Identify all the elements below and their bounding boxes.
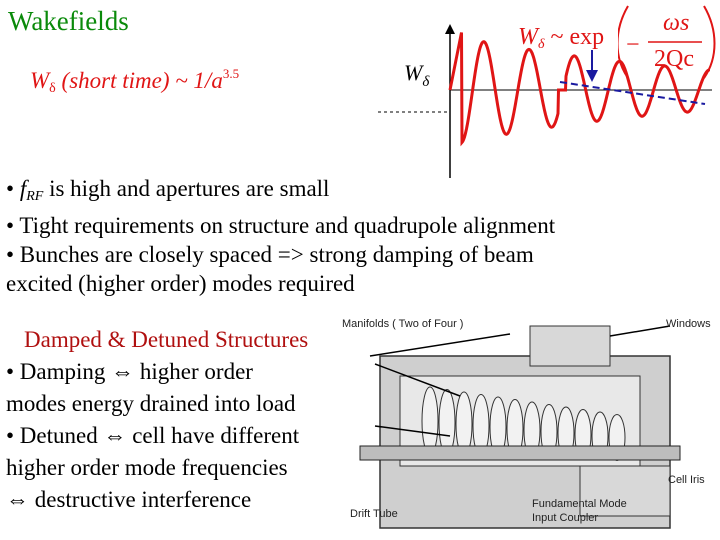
pointer-manifold [369, 333, 511, 357]
bullet-tight: • Tight requirements on structure and qu… [6, 213, 556, 238]
label-cell-iris: Cell Iris [668, 474, 705, 486]
exp-fraction [618, 5, 716, 79]
exp-w: W [518, 24, 538, 50]
bullet-frf: • fRF is high and apertures are small [6, 174, 706, 211]
damping-line-1: • Damping ⇔ higher order [6, 359, 253, 384]
exp-formula: Wδ ~ exp [518, 24, 604, 53]
exp-w-sub: δ [538, 37, 545, 52]
beam-pipe [359, 445, 681, 461]
w-delta-main: W [404, 60, 423, 85]
exp-numerator: ωs [663, 10, 690, 36]
right-paren [703, 5, 716, 79]
formula-arg: (short time) ~ 1/ [61, 68, 212, 93]
cell-disc [421, 386, 439, 456]
damping-line-2: modes energy drained into load [6, 391, 296, 416]
formula-w: W [30, 68, 50, 93]
pointer-load [374, 425, 451, 437]
frf-sub: RF [26, 189, 44, 204]
detuned-line-1: • Detuned ⇔ cell have different [6, 423, 300, 448]
damped-detuned-header: Damped & Detuned Structures [24, 327, 309, 352]
label-input-coupler: Input Coupler [532, 512, 599, 524]
bullet-dot: • [6, 176, 20, 201]
pointer-windows [609, 325, 671, 337]
formula-w-sub: δ [49, 81, 56, 96]
manifold-top [529, 325, 611, 367]
exp-mid: ~ exp [550, 24, 605, 50]
label-fundamental: Fundamental Mode [532, 498, 627, 510]
w-delta-label: Wδ [404, 60, 429, 91]
bullet-list: • fRF is high and apertures are small • … [6, 174, 706, 298]
short-time-formula: Wδ (short time) ~ 1/a3.5 [30, 66, 239, 97]
pointer-damping [374, 363, 461, 397]
slide-title: Wakefields [8, 6, 129, 36]
plot-y-arrow [445, 24, 455, 34]
envelope-arrowhead [586, 70, 598, 82]
bullet-bunches: • Bunches are closely spaced => strong d… [6, 242, 534, 267]
frf-f: f [19, 176, 27, 201]
interference-line: ⇔ destructive interference [6, 487, 252, 512]
left-paren [618, 5, 629, 79]
frf-text: is high and apertures are small [43, 176, 330, 201]
cell-discs [421, 386, 626, 461]
formula-exp: 3.5 [222, 66, 240, 81]
detuned-line-2: higher order mode frequencies [6, 455, 288, 480]
exp-minus: − [626, 32, 640, 58]
input-coupler [579, 465, 671, 517]
label-windows: Windows [666, 318, 711, 330]
structure-diagram [359, 325, 681, 529]
exp-denominator: 2Qc [654, 46, 694, 72]
wake-signal [448, 32, 710, 147]
w-delta-sub: δ [422, 74, 430, 90]
label-manifolds: Manifolds ( Two of Four ) [342, 318, 464, 330]
formula-var: a [211, 68, 223, 93]
wake-plot [378, 24, 712, 178]
decay-envelope [559, 81, 706, 105]
damped-detuned-section: Damped & Detuned Structures • Damping ⇔ … [6, 324, 386, 516]
label-drift-tube: Drift Tube [350, 508, 398, 520]
bullet-bunches-cont: excited (higher order) modes required [6, 271, 355, 296]
